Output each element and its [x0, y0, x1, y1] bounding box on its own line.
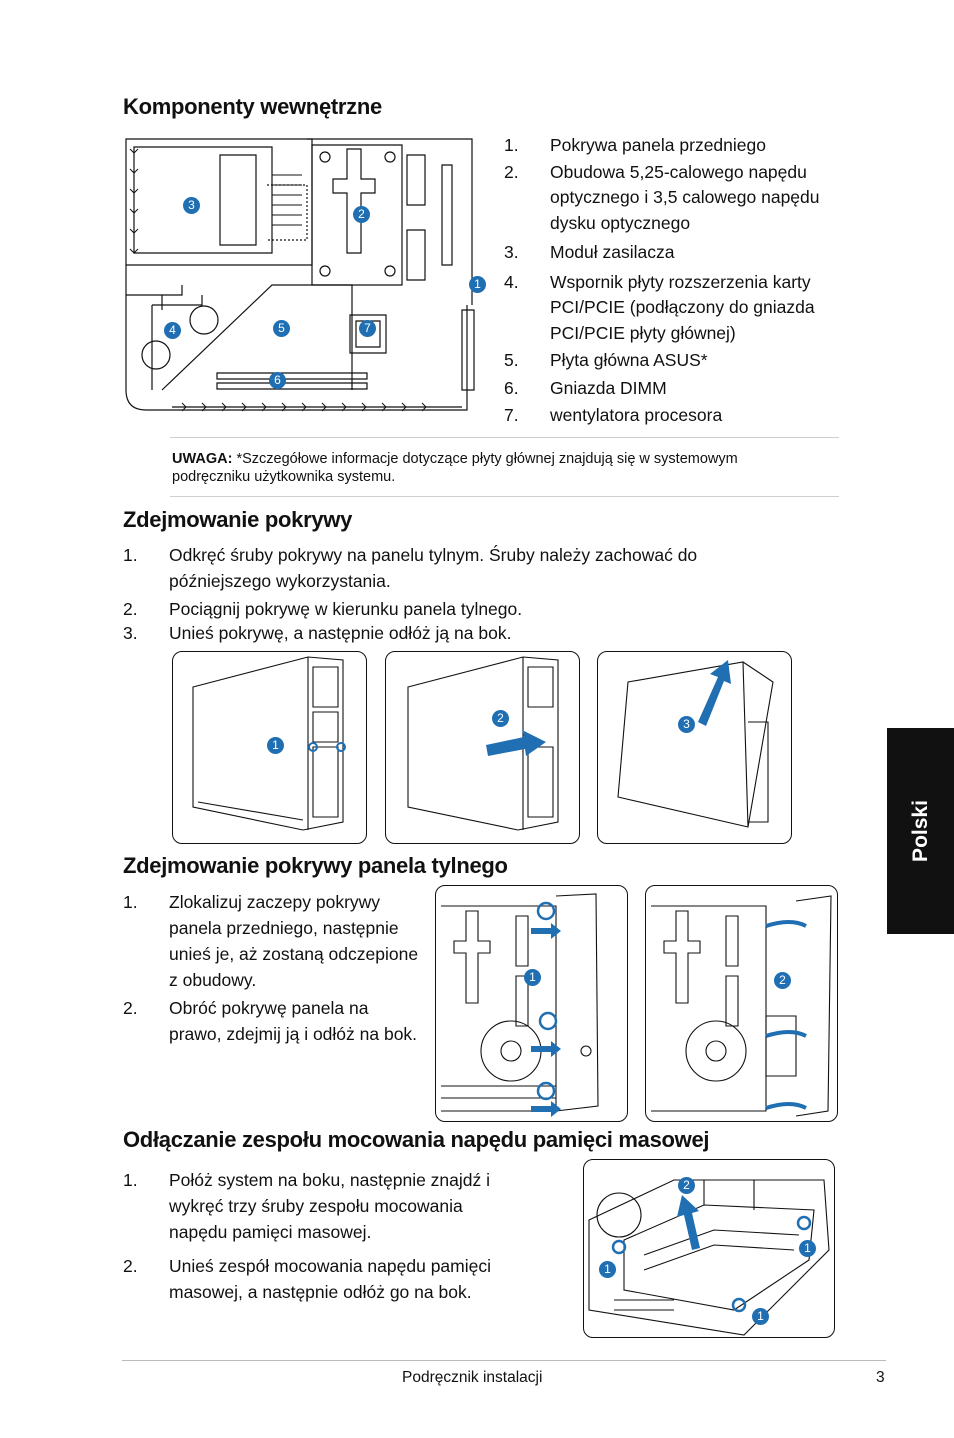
figure-cover-step-3: 3: [597, 651, 792, 844]
callout-1: 1: [752, 1308, 769, 1325]
remove-cover-steps: 1.Odkręć śruby pokrywy na panelu tylnym.…: [123, 542, 803, 646]
components-list: 1.Pokrywa panela przedniego 2.Obudowa 5,…: [504, 133, 849, 429]
note-text: *Szczegółowe informacje dotyczące płyty …: [172, 451, 738, 485]
figure-drive-cage: 2 1 1 1: [583, 1159, 835, 1338]
callout-1: 1: [524, 969, 541, 986]
list-item: 3.Unieś pokrywę, a następnie odłóż ją na…: [123, 623, 512, 643]
internal-components-diagram: [125, 138, 475, 412]
callout-2: 2: [353, 206, 370, 223]
list-item: 2.Pociągnij pokrywę w kierunku panela ty…: [123, 599, 523, 619]
callout-2: 2: [774, 972, 791, 989]
section-title-remove-front-panel: Zdejmowanie pokrywy panela tylnego: [123, 853, 508, 878]
drive-cage-steps: 1.Połóż system na boku, następnie znajdź…: [123, 1167, 523, 1305]
list-item: 1.Pokrywa panela przedniego: [504, 135, 766, 155]
divider: [170, 437, 839, 438]
list-item: 1.Połóż system na boku, następnie znajdź…: [123, 1170, 491, 1242]
callout-5: 5: [273, 320, 290, 337]
section-title-remove-cover: Zdejmowanie pokrywy: [123, 507, 353, 532]
figure-cover-step-1: 1: [172, 651, 367, 844]
divider: [170, 496, 839, 497]
list-item: 1.Zlokalizuj zaczepy pokrywy panela prze…: [123, 892, 419, 990]
section-title-components: Komponenty wewnętrzne: [123, 94, 382, 119]
list-item: 2.Obudowa 5,25-calowego napędu optyczneg…: [504, 161, 820, 233]
list-item: 6.Gniazda DIMM: [504, 377, 667, 398]
list-item: 3.Moduł zasilacza: [504, 242, 675, 262]
callout-4: 4: [164, 322, 181, 339]
list-item: 2.Unieś zespół mocowania napędu pamięci …: [123, 1256, 491, 1302]
figure-cover-step-2: 2: [385, 651, 580, 844]
section-title-drive-cage: Odłączanie zespołu mocowania napędu pami…: [123, 1127, 710, 1152]
figure-front-panel-step-2: 2: [645, 885, 838, 1122]
list-item: 1.Odkręć śruby pokrywy na panelu tylnym.…: [123, 545, 698, 591]
figure-front-panel-step-1: 1: [435, 885, 628, 1122]
callout-3: 3: [183, 197, 200, 214]
callout-6: 6: [269, 372, 286, 389]
callout-1: 1: [799, 1240, 816, 1257]
callout-1: 1: [599, 1261, 616, 1278]
note: UWAGA: *Szczegółowe informacje dotyczące…: [172, 450, 772, 486]
list-item: 7.wentylatora procesora: [504, 405, 723, 425]
front-panel-steps: 1.Zlokalizuj zaczepy pokrywy panela prze…: [123, 889, 423, 1047]
list-item: 4.Wspornik płyty rozszerzenia karty PCI/…: [504, 271, 815, 343]
callout-3: 3: [678, 716, 695, 733]
language-tab-label: Polski: [908, 800, 932, 862]
callout-1: 1: [267, 737, 284, 754]
callout-2: 2: [678, 1177, 695, 1194]
list-item: 5.Płyta główna ASUS*: [504, 350, 708, 370]
note-label: UWAGA:: [172, 451, 233, 467]
footer-rule: [122, 1360, 886, 1361]
callout-1: 1: [469, 276, 486, 293]
page-number: 3: [876, 1369, 885, 1386]
language-tab: Polski: [887, 728, 954, 934]
callout-7: 7: [359, 320, 376, 337]
callout-2: 2: [492, 710, 509, 727]
list-item: 2.Obróć pokrywę panela na prawo, zdejmij…: [123, 998, 418, 1044]
footer-text: Podręcznik instalacji: [402, 1369, 543, 1386]
